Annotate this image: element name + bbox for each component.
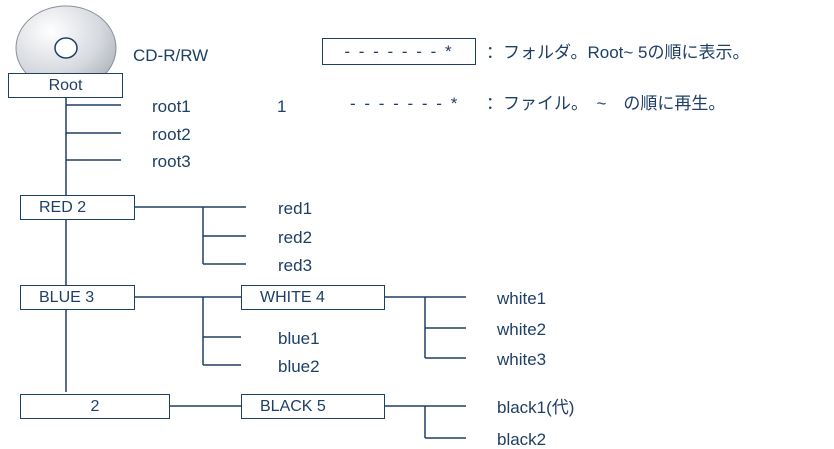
legend-file-symbol: - - - - - - - * <box>350 94 460 113</box>
legend-folder-symbol: - - - - - - - * <box>322 38 476 65</box>
file-root3: root3 <box>152 152 191 171</box>
file-white1: white1 <box>497 289 547 308</box>
folder-blue: BLUE 3 <box>20 285 135 310</box>
file-red1: red1 <box>278 199 313 218</box>
file-root1: root1 <box>152 97 191 116</box>
legend-file-desc: ：ファイル。 ~ の順に再生。 <box>486 94 726 113</box>
disc-label: CD-R/RW <box>133 46 209 65</box>
file-root1-number: 1 <box>277 97 287 116</box>
file-red2: red2 <box>278 228 313 247</box>
file-blue1: blue1 <box>278 329 320 348</box>
folder-unnamed: 2 <box>20 394 170 419</box>
file-black1: black1(代) <box>497 398 575 417</box>
folder-black: BLACK 5 <box>241 394 385 419</box>
file-red3: red3 <box>278 256 313 275</box>
folder-red: RED 2 <box>20 195 135 220</box>
file-white2: white2 <box>497 320 547 339</box>
folder-white: WHITE 4 <box>241 285 385 310</box>
file-root2: root2 <box>152 125 191 144</box>
folder-root: Root <box>8 73 123 98</box>
cd-disc-icon <box>15 5 117 74</box>
file-blue2: blue2 <box>278 357 320 376</box>
legend-folder-desc: ：フォルダ。Root~ 5の順に表示。 <box>486 43 750 62</box>
file-white3: white3 <box>497 350 547 369</box>
file-black2: black2 <box>497 430 547 449</box>
